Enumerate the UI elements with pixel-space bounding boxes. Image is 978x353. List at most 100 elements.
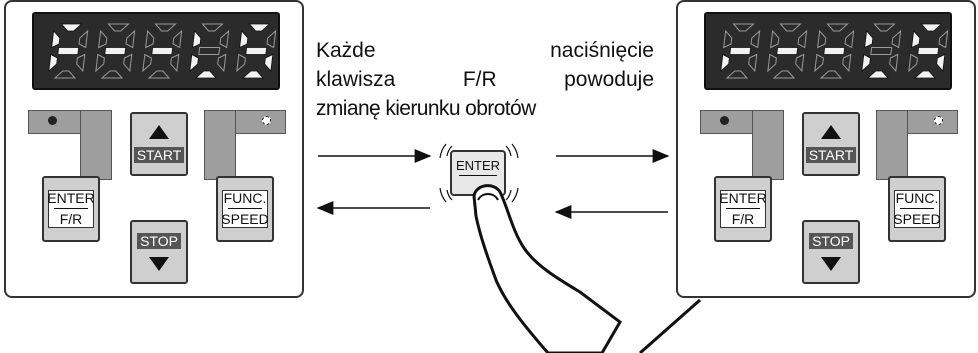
seven-segment-display-right	[704, 12, 952, 90]
segment-g	[776, 47, 799, 55]
segment-c	[795, 53, 805, 73]
enter-fr-button[interactable]: ENTER F/R	[714, 176, 772, 242]
segment-a	[60, 23, 83, 32]
enter-label: ENTER	[47, 190, 95, 206]
segment-g	[245, 47, 268, 55]
func-speed-button[interactable]: FUNC. SPEED	[216, 176, 274, 242]
segment-g	[198, 47, 221, 55]
display-digits-right	[720, 23, 949, 79]
led-indicator-rev-left-tail	[204, 110, 236, 180]
led-off-icon	[262, 116, 271, 125]
func-label: FUNC.	[223, 190, 267, 206]
segment-b	[891, 29, 902, 49]
segment-g	[104, 47, 127, 55]
enter-fr-button[interactable]: ENTER F/R	[42, 176, 100, 242]
segment-b	[938, 29, 949, 49]
segment-a	[826, 23, 849, 32]
control-panel-left: START ENTER F/R FUNC. SPEED STOP	[4, 0, 304, 298]
segment-e	[48, 53, 58, 73]
segment-d	[241, 70, 264, 79]
segment-d	[147, 70, 171, 79]
segment-c	[170, 53, 180, 73]
segment-f	[192, 30, 202, 49]
segment-d	[819, 70, 843, 79]
segment-b	[78, 29, 89, 49]
led-on-icon	[48, 116, 57, 125]
fr-label: F/R	[59, 211, 83, 227]
seven-segment-display-left	[32, 12, 280, 90]
segment-b	[844, 29, 855, 49]
caption-line-3: zmianę kierunku obrotów	[316, 97, 536, 120]
segment-a	[201, 23, 224, 32]
segment-b	[172, 29, 183, 49]
led-indicator-fwd-right-tail	[752, 110, 784, 180]
segment-c	[217, 53, 227, 73]
led-off-icon	[934, 116, 943, 125]
caption-word: powoduje	[564, 68, 654, 91]
caption-line-2: klawisza F/R powoduje	[316, 65, 654, 94]
segment-a	[107, 23, 130, 32]
segment-c	[264, 53, 274, 72]
control-panel-right: START ENTER F/R FUNC. SPEED STOP	[676, 0, 976, 298]
func-label: FUNC.	[895, 190, 939, 206]
segment-a	[779, 23, 802, 32]
triangle-up-icon	[149, 125, 169, 139]
segment-d	[194, 70, 217, 79]
triangle-down-icon	[149, 257, 169, 271]
segment-e	[861, 53, 871, 73]
segment-d	[725, 70, 749, 79]
segment-f	[911, 30, 921, 49]
segment-e	[908, 53, 918, 73]
segment-f	[770, 29, 780, 49]
led-on-icon	[720, 116, 729, 125]
speed-label: SPEED	[893, 211, 941, 227]
segment-c	[842, 53, 852, 73]
start-up-button[interactable]: START	[802, 112, 860, 176]
segment-f	[98, 29, 108, 49]
start-label: START	[133, 147, 185, 163]
caption-line-1: Każde naciśnięcie	[316, 36, 654, 65]
stop-label: STOP	[137, 233, 181, 249]
func-speed-button[interactable]: FUNC. SPEED	[888, 176, 946, 242]
segment-a	[248, 23, 271, 32]
segment-b	[266, 29, 277, 49]
triangle-up-icon	[821, 125, 841, 139]
vibration-lines	[439, 143, 519, 203]
segment-d	[53, 70, 77, 79]
segment-b	[750, 29, 761, 49]
segment-a	[920, 23, 943, 32]
segment-f	[817, 29, 827, 49]
segment-g	[823, 47, 846, 55]
segment-f	[239, 30, 249, 49]
segment-f	[723, 29, 733, 49]
led-indicator-rev-right-tail	[876, 110, 908, 180]
triangle-down-icon	[821, 257, 841, 271]
segment-c	[748, 53, 758, 73]
segment-c	[123, 53, 133, 73]
led-indicator-fwd-left-tail	[80, 110, 112, 180]
start-up-button[interactable]: START	[130, 112, 188, 176]
segment-d	[772, 70, 796, 79]
stop-label: STOP	[809, 233, 853, 249]
segment-e	[814, 53, 824, 73]
segment-d	[913, 70, 936, 79]
segment-g	[729, 47, 752, 55]
segment-g	[57, 47, 80, 55]
segment-g	[917, 47, 940, 55]
segment-f	[51, 30, 61, 49]
segment-e	[95, 53, 105, 73]
segment-c	[76, 53, 86, 73]
segment-a	[732, 23, 755, 32]
segment-f	[864, 30, 874, 49]
segment-b	[797, 29, 808, 49]
fr-label: F/R	[731, 211, 755, 227]
segment-e	[142, 53, 152, 73]
stop-down-button[interactable]: STOP	[130, 220, 188, 284]
start-label: START	[805, 147, 857, 163]
segment-d	[100, 70, 124, 79]
stop-down-button[interactable]: STOP	[802, 220, 860, 284]
caption-word: F/R	[462, 68, 497, 91]
caption-word: Każde	[316, 39, 376, 62]
